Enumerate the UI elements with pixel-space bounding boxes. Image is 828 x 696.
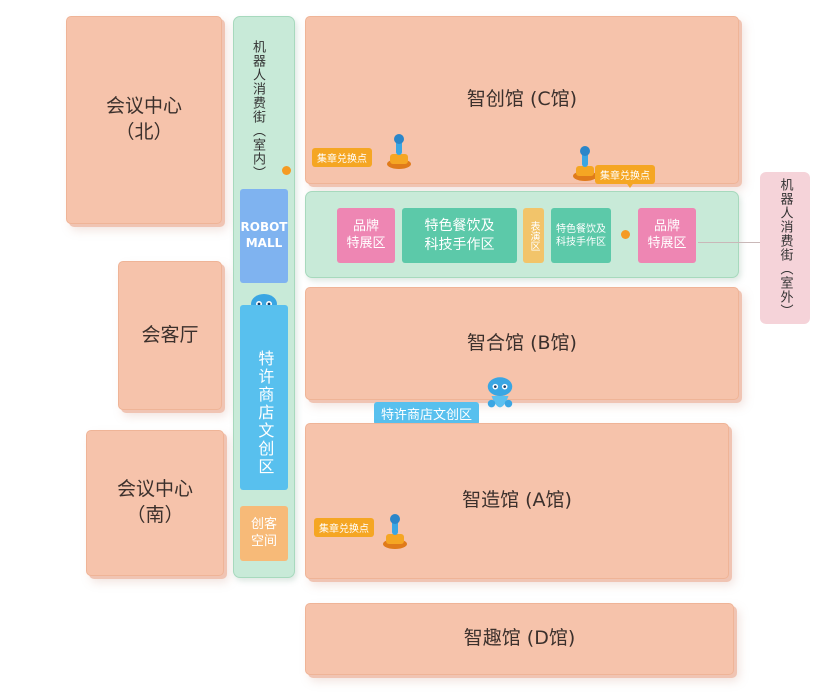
stamp-icon — [387, 134, 411, 169]
franchise-store-zone-label: 特许商店文创区 — [255, 349, 275, 476]
hall-convention-south[interactable]: 会议中心 （南） — [86, 430, 224, 576]
outdoor-street-marker — [621, 230, 630, 239]
stage-zone[interactable]: 表演区 — [523, 208, 544, 263]
outdoor-street-label: 机器人消费街（室外） — [760, 172, 810, 324]
stamp-icon — [573, 146, 597, 181]
robot-mall-zone[interactable]: ROBOT MALL — [240, 189, 288, 283]
hall-a-label: 智造馆 (A馆) — [462, 489, 572, 512]
outdoor-label-leader-line — [698, 242, 760, 243]
brand-zone-left[interactable]: 品牌 特展区 — [337, 208, 395, 263]
hall-c[interactable]: 智创馆 (C馆) — [305, 16, 739, 184]
stamp-icon — [383, 514, 407, 549]
brand-zone-right[interactable]: 品牌 特展区 — [638, 208, 696, 263]
hall-d-label: 智趣馆 (D馆) — [463, 627, 576, 650]
food-tech-zone-right[interactable]: 特色餐饮及 科技手作区 — [551, 208, 611, 263]
hall-convention-north-label: 会议中心 （北） — [105, 95, 182, 143]
indoor-street-marker — [282, 166, 291, 175]
franchise-store-pin[interactable]: 特许商店文创区 — [374, 402, 480, 425]
hall-b[interactable]: 智合馆 (B馆) — [305, 287, 739, 400]
hall-b-label: 智合馆 (B馆) — [467, 331, 577, 354]
stamp-point-pin-c-east[interactable]: 集章兑换点 — [595, 165, 655, 184]
hall-convention-north[interactable]: 会议中心 （北） — [66, 16, 222, 224]
stamp-point-pin-a[interactable]: 集章兑换点 — [314, 518, 374, 537]
hall-a[interactable]: 智造馆 (A馆) — [305, 423, 729, 579]
hall-c-label: 智创馆 (C馆) — [466, 88, 578, 111]
stamp-pin-pointer — [625, 181, 635, 188]
food-tech-zone-left[interactable]: 特色餐饮及 科技手作区 — [402, 208, 517, 263]
creative-space-zone[interactable]: 创客 空间 — [240, 506, 288, 561]
stamp-point-pin-a-label: 集章兑换点 — [319, 524, 369, 535]
indoor-street-title: 机器人消费街（室内） — [250, 40, 265, 180]
hall-d[interactable]: 智趣馆 (D馆) — [305, 603, 734, 675]
franchise-store-zone[interactable]: 特许商店文创区 — [240, 305, 288, 490]
stage-zone-label: 表演区 — [528, 220, 539, 251]
franchise-mascot-icon — [487, 377, 513, 408]
stamp-point-pin-c-west[interactable]: 集章兑换点 — [312, 148, 372, 167]
stamp-point-pin-c-west-label: 集章兑换点 — [317, 154, 367, 165]
stamp-point-pin-c-east-label: 集章兑换点 — [600, 171, 650, 182]
hall-convention-south-label: 会议中心 （南） — [116, 478, 193, 526]
hall-reception-label: 会客厅 — [141, 323, 199, 346]
outdoor-street-title: 机器人消费街（室外） — [777, 178, 793, 318]
hall-reception[interactable]: 会客厅 — [118, 261, 222, 410]
